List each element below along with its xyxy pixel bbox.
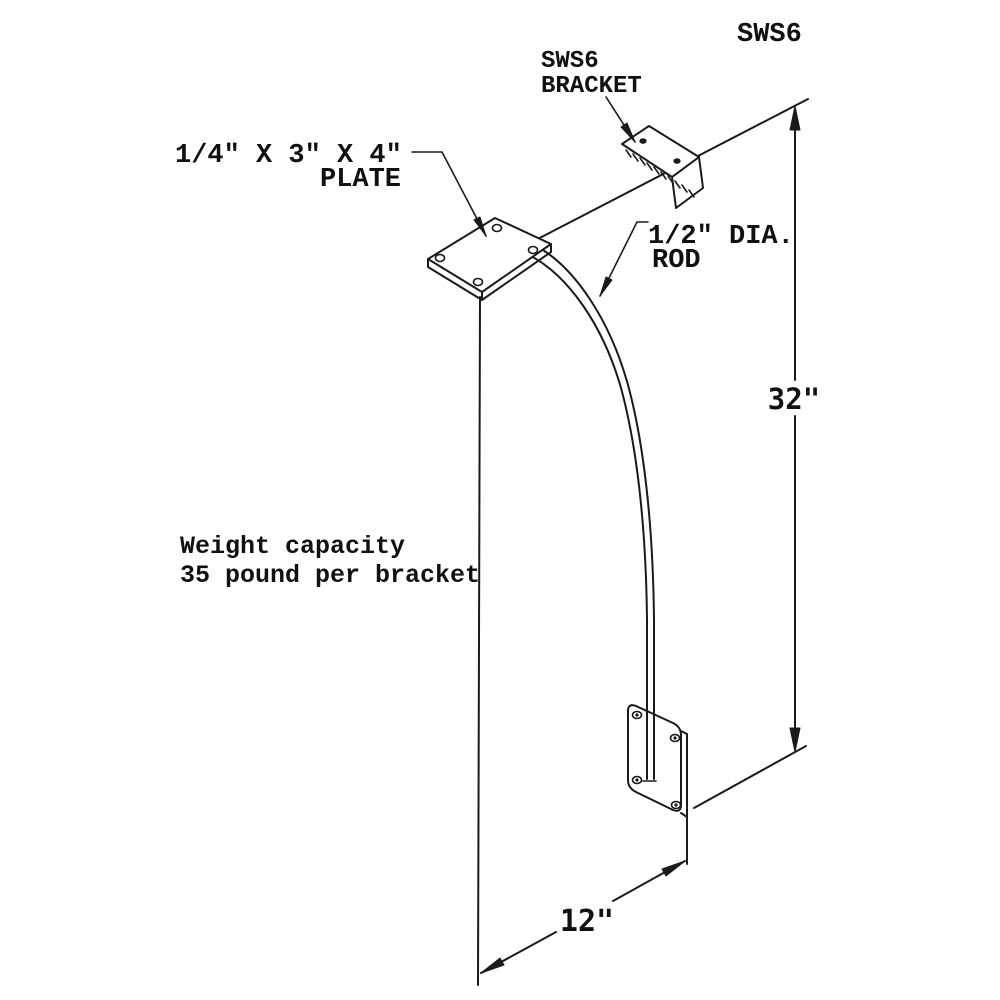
wall-left-edge-line: [477, 296, 481, 986]
wall-bottom-edge-line: [693, 745, 807, 809]
bracket-holes: [639, 138, 681, 164]
dim-32-text: 32": [768, 382, 820, 416]
rod-inner-edge: [528, 254, 648, 780]
top-plate-holes: [434, 223, 539, 287]
top-plate-thickness-edge: [427, 243, 552, 301]
rod-label-line2: ROD: [652, 246, 701, 276]
bracket-label-line1: SWS6: [541, 48, 599, 75]
plate-leader-arrow-icon: [473, 216, 487, 237]
rod-label-line1: 1/2" DIA.: [648, 222, 794, 252]
annotations: SWS6 SWS6 BRACKET 1/4" X 3" X 4" PLATE 1…: [175, 20, 802, 590]
bottom-plate-thickness-edge: [680, 730, 688, 865]
plate-leader-line: [411, 151, 487, 237]
dimension-12: 12": [480, 860, 686, 974]
bracket-leader-arrow-icon: [620, 122, 636, 143]
curved-rod: [528, 246, 657, 782]
top-plate-face: [427, 217, 552, 293]
plate-label-line1: 1/4" X 3" X 4": [175, 141, 402, 171]
bottom-plate-holes: [631, 710, 682, 810]
capacity-label-line2: 35 pound per bracket: [180, 561, 480, 590]
rod-outer-edge: [537, 246, 655, 780]
leader-lines: [411, 96, 649, 297]
bottom-mounting-plate: [627, 704, 688, 865]
dim-32-arrow-down-icon: [789, 727, 801, 753]
top-plate: [427, 217, 552, 301]
rod-leader-line: [599, 221, 649, 297]
rod-leader-arrow-icon: [599, 276, 613, 297]
dim-12-arrow-left-icon: [480, 957, 505, 974]
bracket-hatching: [625, 149, 695, 198]
dimension-32: 32": [768, 105, 820, 753]
dim-32-arrow-up-icon: [789, 105, 801, 131]
plate-label-line2: PLATE: [320, 165, 401, 195]
capacity-label-line1: Weight capacity: [180, 532, 405, 561]
bracket-label-line2: BRACKET: [541, 73, 642, 100]
sws6-bracket-part: [621, 125, 704, 209]
dim-12-arrow-right-icon: [661, 860, 686, 877]
drawing-title: SWS6: [737, 20, 802, 50]
dim-12-text: 12": [560, 904, 614, 939]
